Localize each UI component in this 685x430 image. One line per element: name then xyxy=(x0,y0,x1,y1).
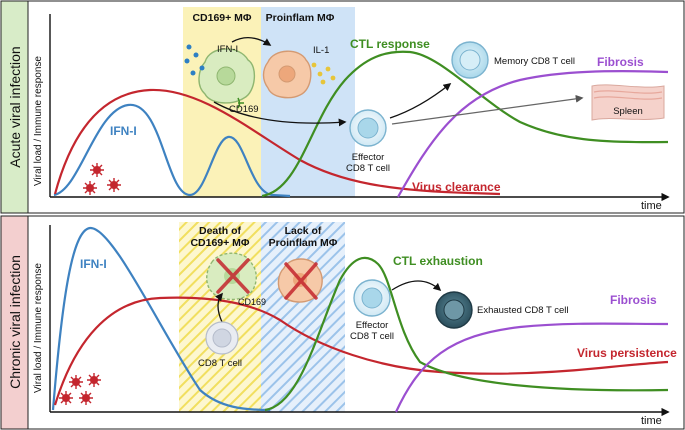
chronic-exhausted-cell-icon xyxy=(435,291,473,329)
acute-zone-cd169-title: CD169+ MΦ xyxy=(192,12,251,24)
acute-spleen-label: Spleen xyxy=(613,106,643,117)
chronic-zone1-title-2: CD169+ MΦ xyxy=(190,237,249,249)
chronic-zone1-title-1: Death of xyxy=(199,225,242,237)
acute-virus-curve xyxy=(53,88,501,196)
chronic-death-x-icon xyxy=(216,258,250,294)
acute-cd169-label: CD169 xyxy=(229,104,259,115)
acute-x-axis-label: time xyxy=(641,200,662,212)
chronic-x-axis-label: time xyxy=(641,415,662,427)
chronic-cd8-arrow xyxy=(215,292,223,323)
acute-proinflam-macrophage-icon xyxy=(262,50,312,99)
acute-effector-label-2: CD8 T cell xyxy=(346,163,390,174)
acute-memory-label: Memory CD8 T cell xyxy=(494,56,575,67)
acute-to-spleen-arrow xyxy=(391,94,584,125)
chronic-to-exhausted-arrow xyxy=(391,280,442,292)
acute-to-memory-arrow xyxy=(389,83,452,119)
chronic-virus-label: Virus persistence xyxy=(577,346,677,360)
chronic-cd8-cell-icon xyxy=(205,321,239,355)
chronic-y-axis-label: Viral load / Immune response xyxy=(33,263,44,393)
chronic-zone2-title-2: Proinflam MΦ xyxy=(269,237,338,249)
acute-il1-label: IL-1 xyxy=(313,45,329,56)
acute-fibrosis-curve xyxy=(397,70,669,198)
chronic-virus-particles xyxy=(59,373,101,405)
chronic-ifn-label: IFN-I xyxy=(80,257,107,271)
chronic-zone2-title-1: Lack of xyxy=(285,225,322,237)
acute-cd169-macrophage-icon xyxy=(198,48,255,109)
acute-ifn-curve xyxy=(53,103,291,198)
chronic-ctl-label: CTL exhaustion xyxy=(393,254,483,268)
chronic-effector-label-2: CD8 T cell xyxy=(350,331,394,342)
acute-to-effector-arrow xyxy=(213,101,347,127)
chronic-side-band xyxy=(0,215,29,430)
chronic-exhausted-label: Exhausted CD8 T cell xyxy=(477,305,569,316)
chronic-effector-label-1: Effector xyxy=(356,320,389,331)
acute-panel: Acute viral infection CD169+ MΦ Proinfla… xyxy=(0,0,685,214)
chronic-cd169-label: CD169 xyxy=(238,297,266,307)
acute-virus-particles xyxy=(83,163,121,195)
acute-virus-label: Virus clearance xyxy=(412,180,501,194)
chronic-fibrosis-label: Fibrosis xyxy=(610,293,657,307)
acute-ctl-curve xyxy=(261,50,669,198)
acute-zone-proinflam-title: Proinflam MΦ xyxy=(266,12,335,24)
chronic-ifn-curve xyxy=(51,226,271,412)
chronic-virus-curve xyxy=(53,296,669,406)
acute-effector-label-1: Effector xyxy=(352,152,385,163)
chronic-ctl-curve xyxy=(264,256,669,412)
chronic-fibrosis-curve xyxy=(395,322,669,413)
acute-ifn-label: IFN-I xyxy=(110,124,137,138)
chronic-panel: Chronic viral infection Death of CD169+ … xyxy=(0,215,685,430)
acute-fibrosis-label: Fibrosis xyxy=(597,55,644,69)
spleen-tissue-icon xyxy=(591,84,665,121)
acute-side-label: Acute viral infection xyxy=(7,46,23,167)
acute-y-axis-label: Viral load / Immune response xyxy=(33,56,44,186)
acute-side-band xyxy=(0,0,29,214)
acute-ifn-cell-label: IFN-I xyxy=(217,44,238,55)
acute-zone-proinflam xyxy=(261,7,355,197)
chronic-effector-cell-icon xyxy=(353,279,391,317)
acute-il1-dots xyxy=(311,62,336,85)
acute-effector-cell-icon xyxy=(349,109,387,147)
acute-mph-arrow xyxy=(231,37,272,46)
acute-memory-cell-icon xyxy=(451,41,489,79)
chronic-side-label: Chronic viral infection xyxy=(7,255,23,389)
chronic-cd8-label: CD8 T cell xyxy=(198,358,242,369)
acute-ifn-dots xyxy=(184,44,205,76)
chronic-lack-x-icon xyxy=(284,262,318,300)
acute-ctl-label: CTL response xyxy=(350,37,430,51)
